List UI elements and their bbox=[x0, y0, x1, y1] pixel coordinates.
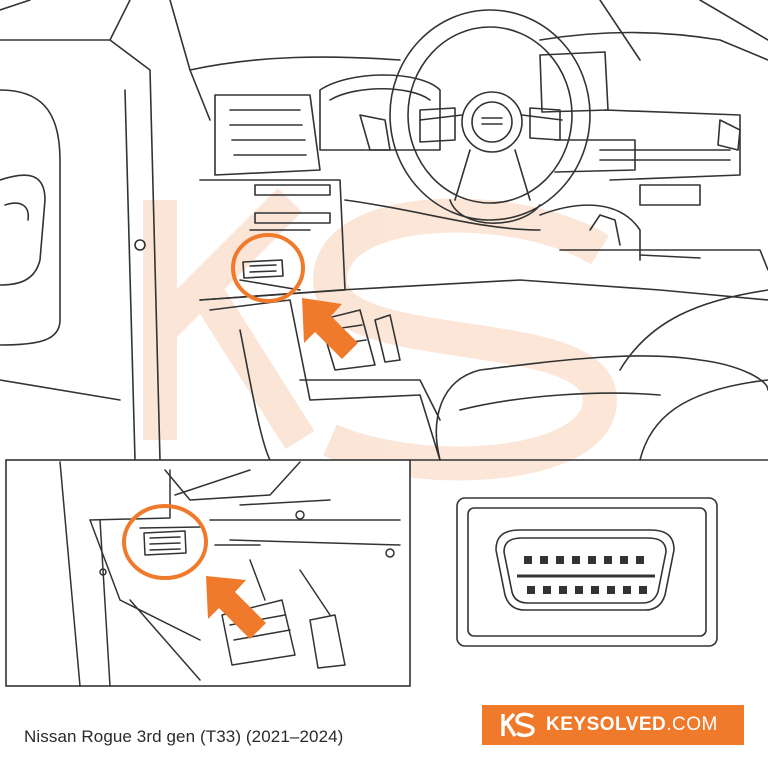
brand-banner: KEYSOLVED .COM bbox=[482, 705, 744, 745]
obd-connector-closeup bbox=[410, 459, 768, 647]
dashboard-illustration bbox=[0, 0, 768, 461]
top-port-highlight bbox=[231, 233, 305, 303]
brand-tld: .COM bbox=[666, 714, 718, 735]
top-arrow-icon bbox=[302, 298, 358, 359]
inset-arrow-icon bbox=[206, 576, 266, 639]
ks-logo-icon bbox=[501, 712, 535, 738]
inset-detail-illustration bbox=[59, 461, 401, 687]
obd-pins bbox=[524, 556, 647, 594]
watermark-logo bbox=[143, 187, 618, 481]
vehicle-caption: Nissan Rogue 3rd gen (T33) (2021–2024) bbox=[24, 727, 344, 746]
inset-detail-frame bbox=[5, 459, 411, 687]
brand-name: KEYSOLVED bbox=[546, 714, 667, 735]
inset-port-highlight bbox=[122, 504, 208, 580]
